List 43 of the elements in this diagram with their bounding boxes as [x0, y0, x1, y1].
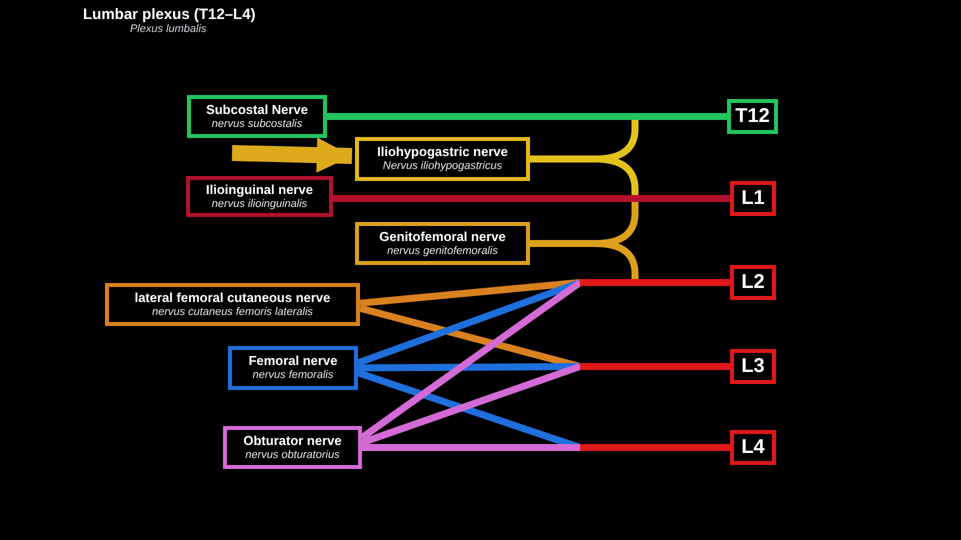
title: Lumbar plexus (T12–L4) — [83, 5, 256, 24]
latin-name: nervus femoralis — [252, 369, 334, 383]
nerve-box — [186, 176, 333, 217]
nerve-box — [223, 426, 362, 469]
nerve-box — [187, 95, 327, 138]
root-label: L3 — [741, 354, 765, 379]
latin-name: nervus genitofemoralis — [387, 244, 498, 258]
root-box — [730, 181, 776, 216]
root-box — [730, 349, 776, 384]
nerve-name: Ilioinguinal nerve — [206, 182, 313, 198]
nerve-line — [333, 195, 730, 202]
nerve-line — [360, 279, 580, 307]
root-box — [730, 430, 776, 465]
nerve-name: Subcostal Nerve — [206, 102, 308, 118]
root-label: L4 — [741, 435, 765, 460]
root-trunk — [580, 279, 730, 286]
root-trunk — [580, 444, 730, 451]
nerve-box — [355, 137, 530, 181]
nerve-line — [327, 113, 727, 120]
root-label: L1 — [741, 186, 765, 211]
nerve-name: Genitofemoral nerve — [379, 228, 506, 245]
nerve-name: Iliohypogastric nerve — [377, 144, 508, 160]
root-trunk — [580, 363, 730, 370]
nerve-name: Obturator nerve — [243, 432, 342, 449]
root-box — [727, 99, 778, 134]
subtitle: Plexus lumbalis — [130, 22, 206, 37]
nerve-box — [105, 283, 360, 326]
nerve-line — [362, 444, 580, 451]
nerve-name: Femoral nerve — [248, 353, 338, 370]
nerve-line — [356, 279, 582, 366]
nerve-name: lateral femoral cutaneous nerve — [134, 290, 330, 306]
latin-name: nervus ilioinguinalis — [212, 198, 308, 212]
root-label: L2 — [741, 270, 765, 295]
arrow — [232, 138, 352, 173]
latin-name: Nervus iliohypogastricus — [382, 160, 502, 174]
nerve-box — [355, 222, 530, 265]
latin-name: nervus obturatorius — [245, 448, 340, 462]
nerve-box — [228, 346, 358, 390]
root-label: T12 — [735, 104, 770, 129]
latin-name: nervus cutaneus femoris lateralis — [152, 306, 313, 320]
nerve-line — [358, 363, 580, 372]
latin-name: nervus subcostalis — [212, 118, 302, 132]
root-box — [730, 265, 776, 300]
